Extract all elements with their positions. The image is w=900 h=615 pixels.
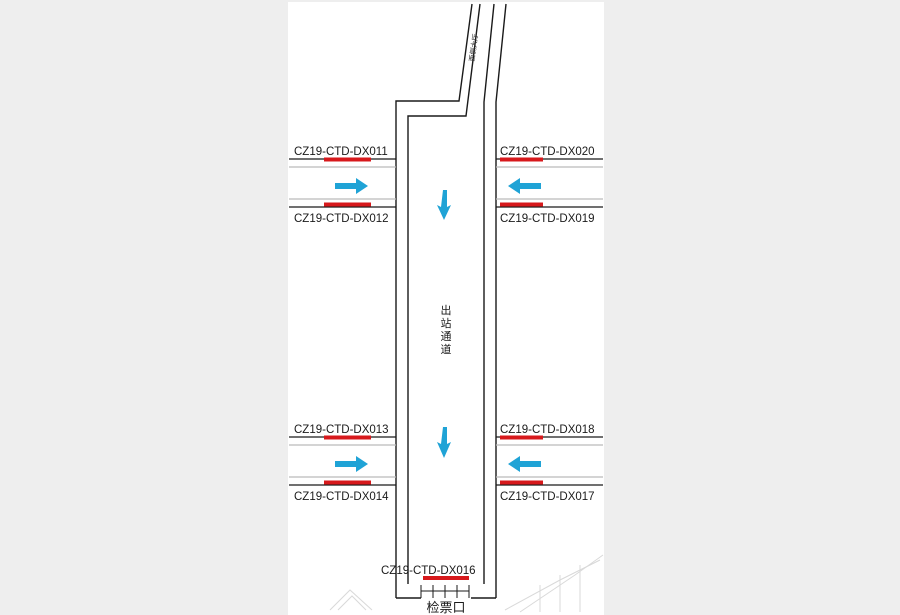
device-bars: [324, 157, 543, 580]
device-label-dx020: CZ19-CTD-DX020: [500, 146, 595, 158]
left-passages: [289, 158, 396, 486]
device-bar-dx011: [324, 157, 371, 162]
device-bar-dx014: [324, 480, 371, 485]
device-label-dx018: CZ19-CTD-DX018: [500, 424, 595, 436]
device-bar-dx013: [324, 435, 371, 440]
corridor-label-char: 站: [441, 316, 452, 330]
device-label-dx017: CZ19-CTD-DX017: [500, 491, 595, 503]
arrow-down-icon: [437, 427, 451, 458]
corridor-label: 出 站 通 道: [441, 303, 452, 356]
gate-label: 检票口: [426, 601, 465, 615]
background-sketch: [329, 554, 604, 613]
corridor-label-char: 出: [441, 303, 452, 317]
corridor-label-char: 通: [441, 330, 452, 343]
device-bar-dx018: [500, 435, 543, 440]
top-passage-label: 西侧大厅: [467, 33, 480, 62]
corridor-walls: [395, 3, 507, 599]
device-bar-dx017: [500, 480, 543, 485]
arrow-left-icon: [508, 456, 541, 472]
device-label-dx011: CZ19-CTD-DX011: [294, 146, 388, 158]
device-bar-dx012: [324, 202, 371, 207]
device-label-dx014: CZ19-CTD-DX014: [294, 491, 389, 503]
device-label-dx019: CZ19-CTD-DX019: [500, 213, 595, 225]
floor-plan-panel: [288, 2, 604, 615]
arrow-down-icon: [437, 190, 451, 220]
arrow-left-icon: [508, 178, 541, 194]
device-label-dx016: CZ19-CTD-DX016: [381, 565, 476, 577]
arrow-right-icon: [335, 178, 368, 194]
device-label-dx012: CZ19-CTD-DX012: [294, 213, 389, 225]
device-bar-dx016: [423, 576, 469, 580]
corridor-label-char: 道: [441, 342, 452, 356]
ticket-gate-icon: [420, 585, 470, 598]
device-label-dx013: CZ19-CTD-DX013: [294, 424, 389, 436]
device-bar-dx019: [500, 202, 543, 207]
arrow-right-icon: [335, 456, 368, 472]
flow-arrows: [335, 178, 541, 472]
device-bar-dx020: [500, 157, 543, 162]
